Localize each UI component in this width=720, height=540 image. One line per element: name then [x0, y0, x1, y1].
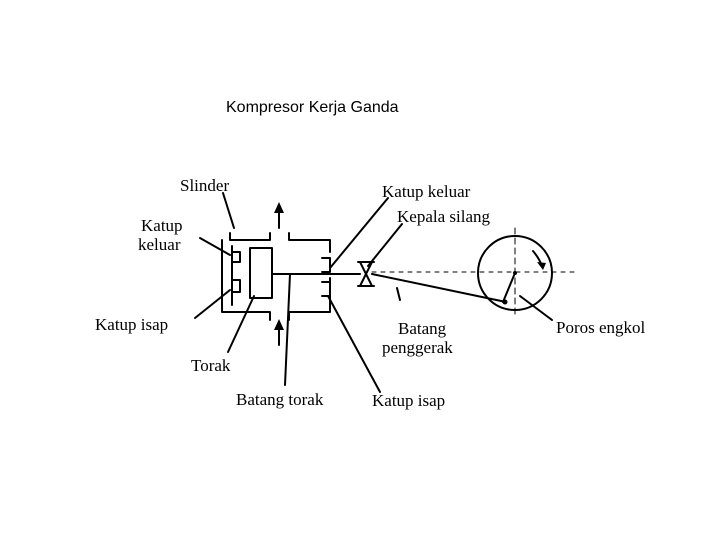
cylinder-bottom-wall-right — [288, 277, 331, 321]
batang-penggerak-rod — [371, 273, 507, 303]
leader-katup-keluar-top — [329, 197, 389, 269]
crank-arm — [502, 272, 516, 303]
leader-batang-torak — [284, 273, 291, 386]
inlet-arrow-head — [274, 319, 284, 330]
cylinder-top-wall-right — [288, 232, 331, 253]
label-katup-keluar-left-1: Katup — [141, 216, 183, 235]
label-katup-isap-left: Katup isap — [95, 315, 168, 334]
diagram-title: Kompresor Kerja Ganda — [226, 99, 399, 116]
leader-katup-isap-bottom — [327, 295, 381, 393]
leader-katup-isap-left — [194, 289, 231, 319]
label-slinder: Slinder — [180, 176, 229, 195]
rotation-arrow-head — [537, 262, 546, 270]
katup-keluar-right-valve — [321, 257, 331, 273]
crank-center — [513, 271, 517, 275]
leader-batang-penggerak — [396, 287, 401, 301]
cylinder-left-wall — [221, 239, 271, 321]
label-torak: Torak — [191, 356, 231, 375]
outlet-arrow-head — [274, 202, 284, 213]
leader-torak — [227, 295, 255, 353]
leader-poros-engkol — [519, 295, 553, 321]
label-kepala-silang: Kepala silang — [397, 207, 490, 226]
label-batang-torak: Batang torak — [236, 390, 324, 409]
katup-isap-right-valve — [321, 281, 331, 297]
leader-katup-keluar-left — [199, 237, 231, 256]
leader-kepala-silang — [367, 223, 403, 267]
katup-isap-left-valve — [231, 279, 241, 293]
label-katup-isap-bottom: Katup isap — [372, 391, 445, 410]
label-batang-penggerak-1: Batang — [398, 319, 447, 338]
label-poros-engkol: Poros engkol — [556, 318, 646, 337]
label-katup-keluar-top: Katup keluar — [382, 182, 471, 201]
label-batang-penggerak-2: penggerak — [382, 338, 453, 357]
crank-pivot — [502, 299, 508, 305]
kepala-silang-crosshead — [357, 261, 375, 287]
torak-piston — [249, 247, 273, 299]
leader-slinder — [222, 192, 235, 229]
cylinder-top-wall-left — [229, 232, 271, 241]
katup-keluar-left-valve — [231, 251, 241, 263]
label-katup-keluar-left-2: keluar — [138, 235, 181, 254]
